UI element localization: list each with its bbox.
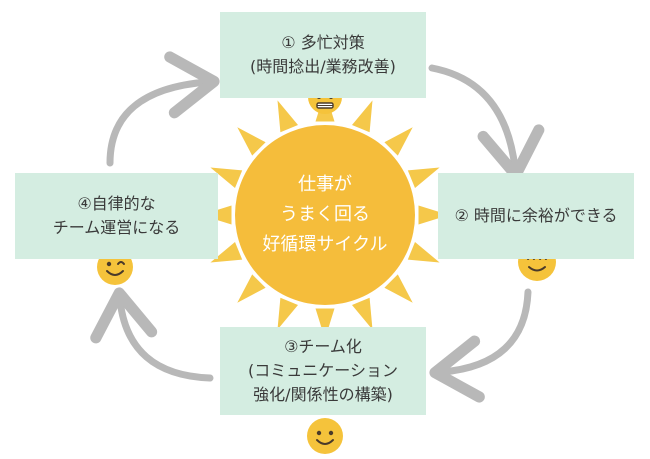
sun-center-text: 仕事が うまく回る 好循環サイクル — [248, 160, 402, 270]
step-4-title-line-1: ④自律的な — [77, 194, 156, 213]
step-4-box: ④自律的な チーム運営になる — [15, 173, 218, 259]
step-3-box: ③チーム化 (コミュニケーション 強化/関係性の構築) — [220, 327, 426, 415]
arrow-step2-to-step3 — [429, 288, 532, 403]
sun-ray — [210, 167, 243, 188]
step-3-detail-line-1: (コミュニケーション — [248, 361, 398, 380]
step-2-title: ② 時間に余裕ができる — [454, 206, 618, 225]
step-3-title: ③チーム化 — [284, 337, 362, 356]
sun-ray — [315, 308, 335, 339]
cycle-arrows — [90, 51, 545, 403]
sun-ray — [237, 127, 266, 156]
sun-ray — [277, 297, 298, 330]
sun-ray — [384, 127, 413, 156]
sun-ray — [352, 297, 373, 330]
step-4-title-line-2: チーム運営になる — [52, 218, 181, 237]
step-2-box: ② 時間に余裕ができる — [438, 173, 634, 259]
sun-ray — [407, 242, 440, 263]
sun — [235, 125, 415, 305]
sun-ray — [237, 274, 266, 303]
sun-ray — [384, 274, 413, 303]
step-1-title: ① 多忙対策 — [281, 33, 365, 52]
arrow-step1-to-step2 — [428, 64, 545, 181]
sun-ray — [352, 100, 373, 133]
smiling-face-icon — [307, 418, 343, 454]
step-1-detail: (時間捻出/業務改善) — [250, 57, 396, 76]
center-line-2: うまく回る — [280, 204, 370, 225]
center-line-1: 仕事が — [298, 174, 352, 195]
arrow-step3-to-step4 — [90, 287, 214, 382]
sun-ray — [277, 100, 298, 133]
center-line-3: 好循環サイクル — [262, 234, 388, 255]
step-3-detail-line-2: 強化/関係性の構築) — [253, 385, 393, 404]
sun-ray — [210, 242, 243, 263]
step-1-box: ① 多忙対策 (時間捻出/業務改善) — [220, 12, 426, 98]
sun-ray — [418, 205, 449, 225]
sun-ray — [407, 167, 440, 188]
arrow-step4-to-step1 — [106, 51, 220, 167]
sun-rays — [201, 91, 449, 339]
